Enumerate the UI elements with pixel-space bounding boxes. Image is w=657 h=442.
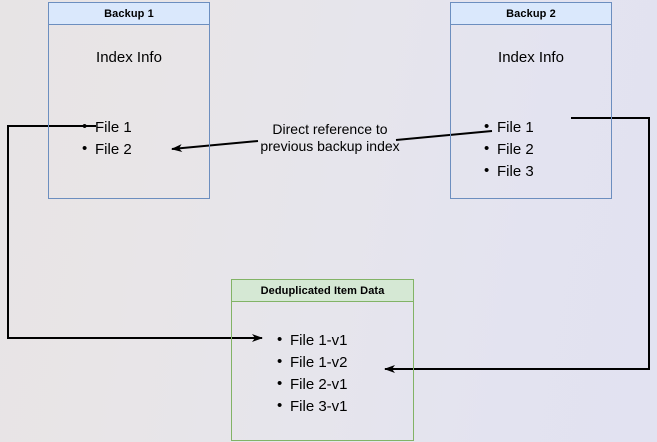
node-backup-1-file-list: File 1 File 2 — [79, 116, 132, 161]
list-item: File 3 — [484, 160, 534, 183]
annotation-direct-reference: Direct reference to previous backup inde… — [250, 121, 410, 155]
list-item: File 2 — [82, 138, 132, 161]
node-deduplicated-item-data-file-list: File 1-v1 File 1-v2 File 2-v1 File 3-v1 — [274, 329, 347, 418]
node-backup-2-file-list: File 1 File 2 File 3 — [481, 116, 534, 183]
node-backup-1-body: Index Info File 1 File 2 — [49, 25, 209, 198]
list-item: File 1 — [484, 116, 534, 139]
annotation-direct-reference-line-1: Direct reference to — [272, 121, 388, 137]
list-item: File 2-v1 — [277, 373, 347, 396]
node-backup-1-header: Backup 1 — [49, 3, 209, 25]
node-backup-1[interactable]: Backup 1 Index Info File 1 File 2 — [48, 2, 210, 199]
list-item: File 2 — [484, 138, 534, 161]
node-deduplicated-item-data-header: Deduplicated Item Data — [232, 280, 413, 302]
node-backup-2-header: Backup 2 — [451, 3, 611, 25]
node-backup-2-index-label: Index Info — [498, 49, 564, 66]
list-item: File 1-v1 — [277, 329, 347, 352]
annotation-direct-reference-line-2: previous backup index — [260, 138, 400, 154]
list-item: File 3-v1 — [277, 395, 347, 418]
node-backup-1-index-label: Index Info — [96, 49, 162, 66]
list-item: File 1-v2 — [277, 351, 347, 374]
node-backup-2-body: Index Info File 1 File 2 File 3 — [451, 25, 611, 198]
list-item: File 1 — [82, 116, 132, 139]
node-deduplicated-item-data[interactable]: Deduplicated Item Data File 1-v1 File 1-… — [231, 279, 414, 441]
node-deduplicated-item-data-body: File 1-v1 File 1-v2 File 2-v1 File 3-v1 — [232, 302, 413, 440]
node-backup-2[interactable]: Backup 2 Index Info File 1 File 2 File 3 — [450, 2, 612, 199]
